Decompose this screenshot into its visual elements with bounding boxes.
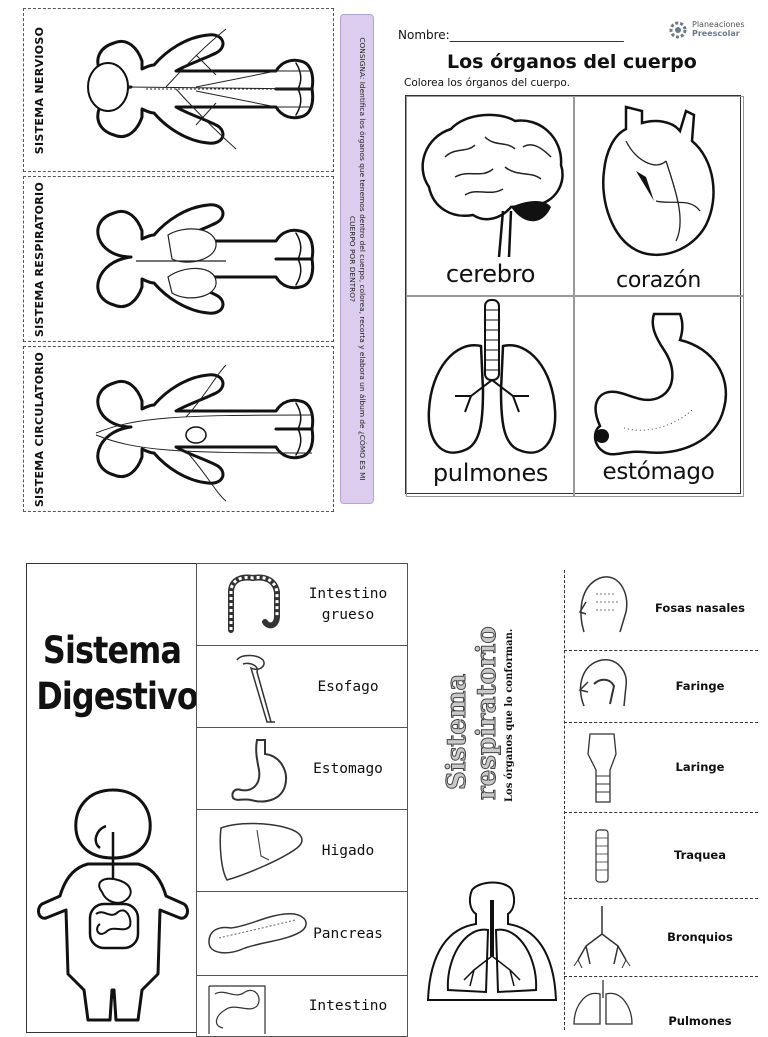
worksheet-subtitle: Colorea los órganos del cuerpo. — [404, 77, 570, 89]
digestive-item-label: Esofago — [317, 678, 379, 695]
organ-label: pulmones — [432, 459, 549, 487]
gear-icon — [669, 21, 687, 39]
respiratory-item: Traquea — [564, 812, 758, 899]
brand-line2: Preescolar — [692, 29, 740, 38]
organ-cell-stomach: estómago — [573, 295, 744, 497]
bronchi-icon — [573, 906, 631, 969]
respiratory-divider — [564, 570, 565, 1030]
respiratory-title-line2: respiratorio — [472, 626, 503, 801]
respiratory-item-label: Bronquios — [667, 930, 733, 944]
larynx-icon — [587, 733, 617, 803]
organ-label: estómago — [602, 459, 715, 485]
esophagus-icon — [236, 654, 275, 723]
respiratory-item-label: Pulmones — [668, 1014, 732, 1028]
panel-label: SISTEMA CIRCULATORIO — [33, 351, 47, 507]
pancreas-icon — [208, 913, 307, 954]
respiratory-item-label: Traquea — [674, 848, 726, 862]
respiratory-item: Pulmones — [564, 976, 758, 1036]
organ-label: cerebro — [445, 260, 536, 288]
digestive-item: Intestino — [196, 975, 408, 1037]
respiratory-item: Fosas nasales — [564, 566, 758, 651]
respiratory-item: Laringe — [564, 722, 758, 813]
digestive-item-label: Intestino — [308, 998, 388, 1014]
name-field[interactable]: Nombre:_____________________________ — [398, 28, 658, 44]
digestive-item: Intestino grueso — [196, 563, 408, 647]
organ-label: corazón — [616, 268, 701, 293]
instruction-strip: CONSIGNA: Identifica los órganos que ten… — [340, 14, 374, 504]
worksheet-title: Los órganos del cuerpo — [447, 51, 697, 73]
panel-label: SISTEMA RESPIRATORIO — [33, 181, 47, 337]
liver-icon — [219, 822, 303, 881]
organ-cell-lungs: pulmones — [406, 295, 575, 497]
circulatory-system-figure — [95, 364, 315, 502]
heart-icon — [602, 105, 715, 256]
digestive-item-label: Intestino grueso — [308, 586, 388, 623]
trachea-icon — [595, 829, 609, 883]
nervous-system-figure — [87, 28, 315, 150]
small-intestine-icon — [208, 985, 266, 1034]
respiratory-torso-figure — [426, 881, 558, 1001]
digestive-item-label: Estomago — [313, 760, 383, 777]
brand-logo: Planeaciones Preescolar — [668, 18, 758, 44]
digestive-item: Higado — [196, 809, 408, 893]
organ-cell-heart: corazón — [573, 96, 744, 297]
stomach-icon — [231, 739, 287, 803]
digestive-title: Sistema Digestivo — [24, 628, 200, 720]
respiratory-item-label: Laringe — [675, 760, 725, 774]
respiratory-note: Los órganos que lo conforman. — [504, 628, 515, 802]
respiratory-item: Faringe — [564, 650, 758, 723]
digestive-item: Estomago — [196, 727, 408, 811]
nose-icon — [578, 576, 628, 633]
panel-label: SISTEMA NERVIOSO — [33, 26, 47, 154]
pharynx-icon — [578, 659, 627, 707]
name-line: _____________________________ — [449, 28, 624, 42]
brand-line1: Planeaciones — [692, 20, 745, 29]
panel-nervous-system: SISTEMA NERVIOSO — [23, 8, 334, 172]
organ-grid: cerebro corazón pulmones estómago — [405, 95, 744, 497]
large-intestine-icon — [228, 574, 280, 633]
digestive-item: Pancreas — [196, 891, 408, 977]
respiratory-title-line1: Sistema — [442, 673, 473, 790]
digestive-title-line2: Digestivo — [36, 675, 198, 718]
respiratory-title: Sistema respiratorio Los órganos que lo … — [442, 626, 516, 802]
child-digestive-figure — [37, 788, 189, 1022]
digestive-item-label: Higado — [321, 842, 375, 859]
brain-icon — [421, 113, 564, 258]
organ-cell-brain: cerebro — [406, 96, 575, 297]
instruction-text: CONSIGNA: Identifica los órganos que ten… — [348, 37, 367, 481]
respiratory-item: Bronquios — [564, 898, 758, 977]
digestive-title-line1: Sistema — [42, 629, 182, 672]
respiratory-item-label: Faringe — [675, 679, 725, 693]
digestive-item: Esofago — [196, 645, 408, 729]
lungs-icon — [427, 299, 557, 454]
digestive-item-label: Pancreas — [313, 925, 383, 942]
lungs-icon — [573, 980, 633, 1025]
name-label: Nombre: — [398, 28, 450, 42]
panel-respiratory-system: SISTEMA RESPIRATORIO — [23, 176, 334, 342]
stomach-icon — [593, 312, 728, 456]
panel-circulatory-system: SISTEMA CIRCULATORIO — [23, 346, 334, 512]
respiratory-system-figure — [96, 203, 315, 315]
respiratory-item-label: Fosas nasales — [655, 601, 745, 615]
